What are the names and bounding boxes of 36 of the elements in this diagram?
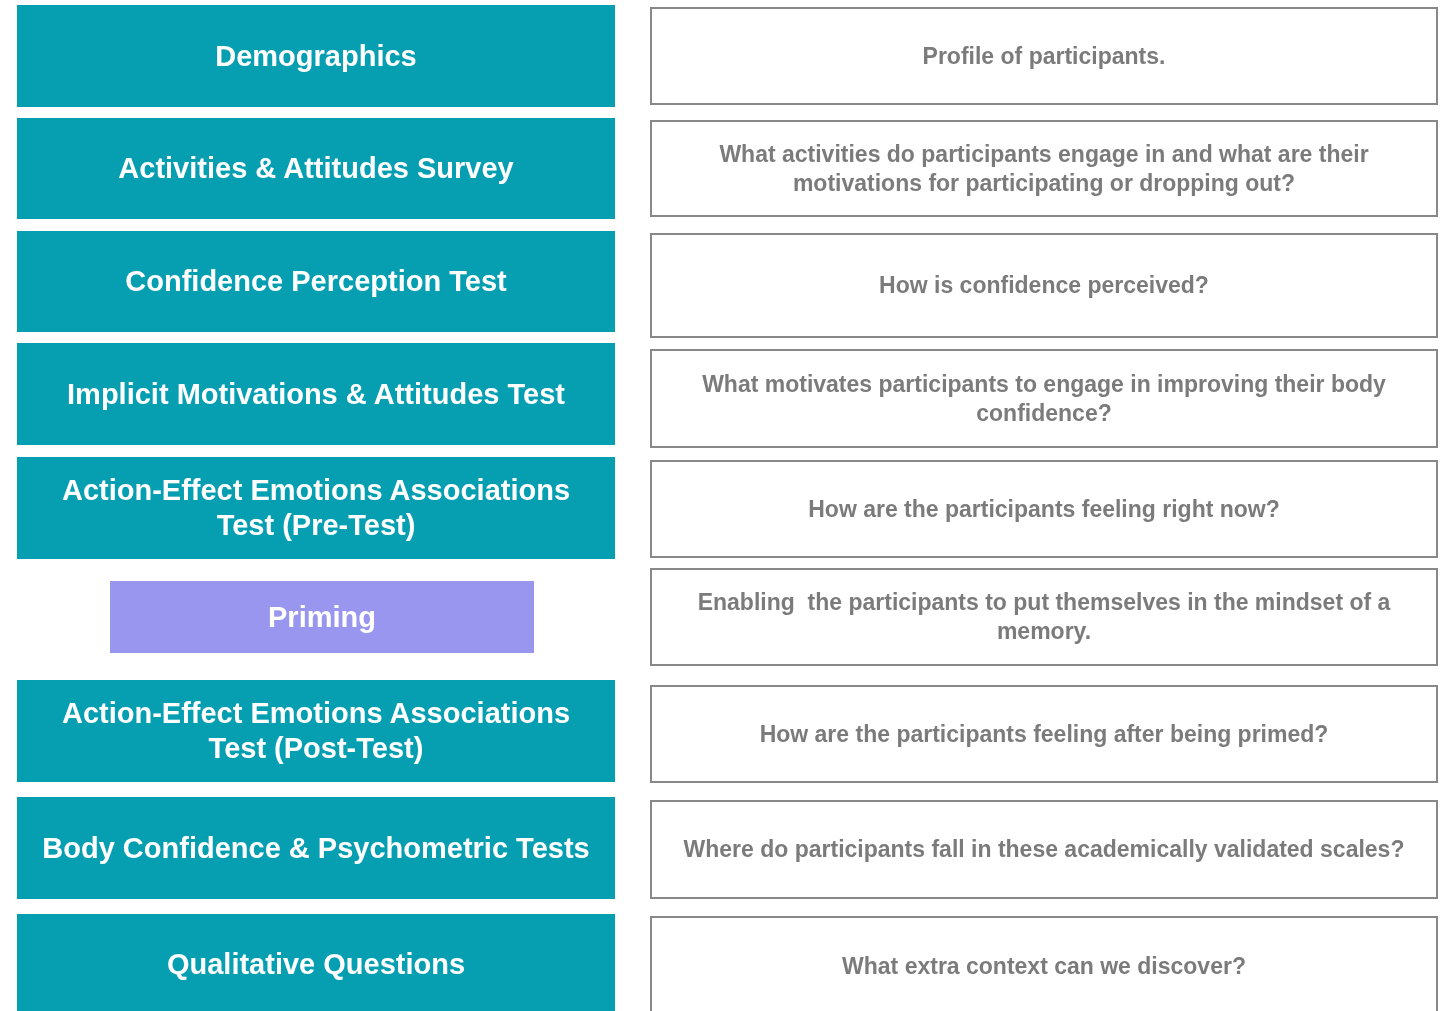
step-label: Implicit Motivations & Attitudes Test <box>67 376 565 412</box>
step-box <box>17 5 615 107</box>
description-box <box>650 800 1438 899</box>
step-label: Action-Effect Emotions Associations Test (Post-Test) <box>60 696 572 766</box>
step-box <box>17 914 615 1011</box>
step-label: Qualitative Questions <box>166 946 466 982</box>
step-box <box>17 680 615 782</box>
description-box <box>650 685 1438 783</box>
description-box <box>650 120 1438 217</box>
description-box <box>650 233 1438 338</box>
description-text: Where do participants fall in these academically validated scales? <box>683 835 1405 864</box>
step-box <box>110 581 534 653</box>
description-text: Profile of participants. <box>922 41 1166 71</box>
description-text: Enabling the participants to put themselves in the mindset of a memory. <box>696 588 1392 646</box>
description-text: What motivates participants to engage in improving their body confidence? <box>701 369 1387 428</box>
description-box <box>650 349 1438 448</box>
step-box <box>17 343 615 445</box>
description-box <box>650 568 1438 666</box>
description-text: How is confidence perceived? <box>879 271 1209 300</box>
step-label: Priming <box>268 600 376 634</box>
step-label: Action-Effect Emotions Associations Test (Pre-Test) <box>60 473 572 543</box>
step-label: Demographics <box>215 38 417 74</box>
description-text: What extra context can we discover? <box>842 951 1246 981</box>
step-box <box>17 797 615 899</box>
description-box <box>650 7 1438 105</box>
description-box <box>650 460 1438 558</box>
description-text: What activities do participants engage in and what are their motivations for participating or dropping out? <box>718 139 1370 198</box>
description-text: How are the participants feeling after being primed? <box>759 719 1329 749</box>
step-label: Body Confidence & Psychometric Tests <box>42 830 590 866</box>
step-box <box>17 457 615 559</box>
step-label: Activities & Attitudes Survey <box>118 151 514 186</box>
description-text: How are the participants feeling right now? <box>808 494 1280 524</box>
step-box <box>17 118 615 219</box>
step-box <box>17 231 615 332</box>
description-box <box>650 916 1438 1011</box>
step-label: Confidence Perception Test <box>125 264 507 299</box>
